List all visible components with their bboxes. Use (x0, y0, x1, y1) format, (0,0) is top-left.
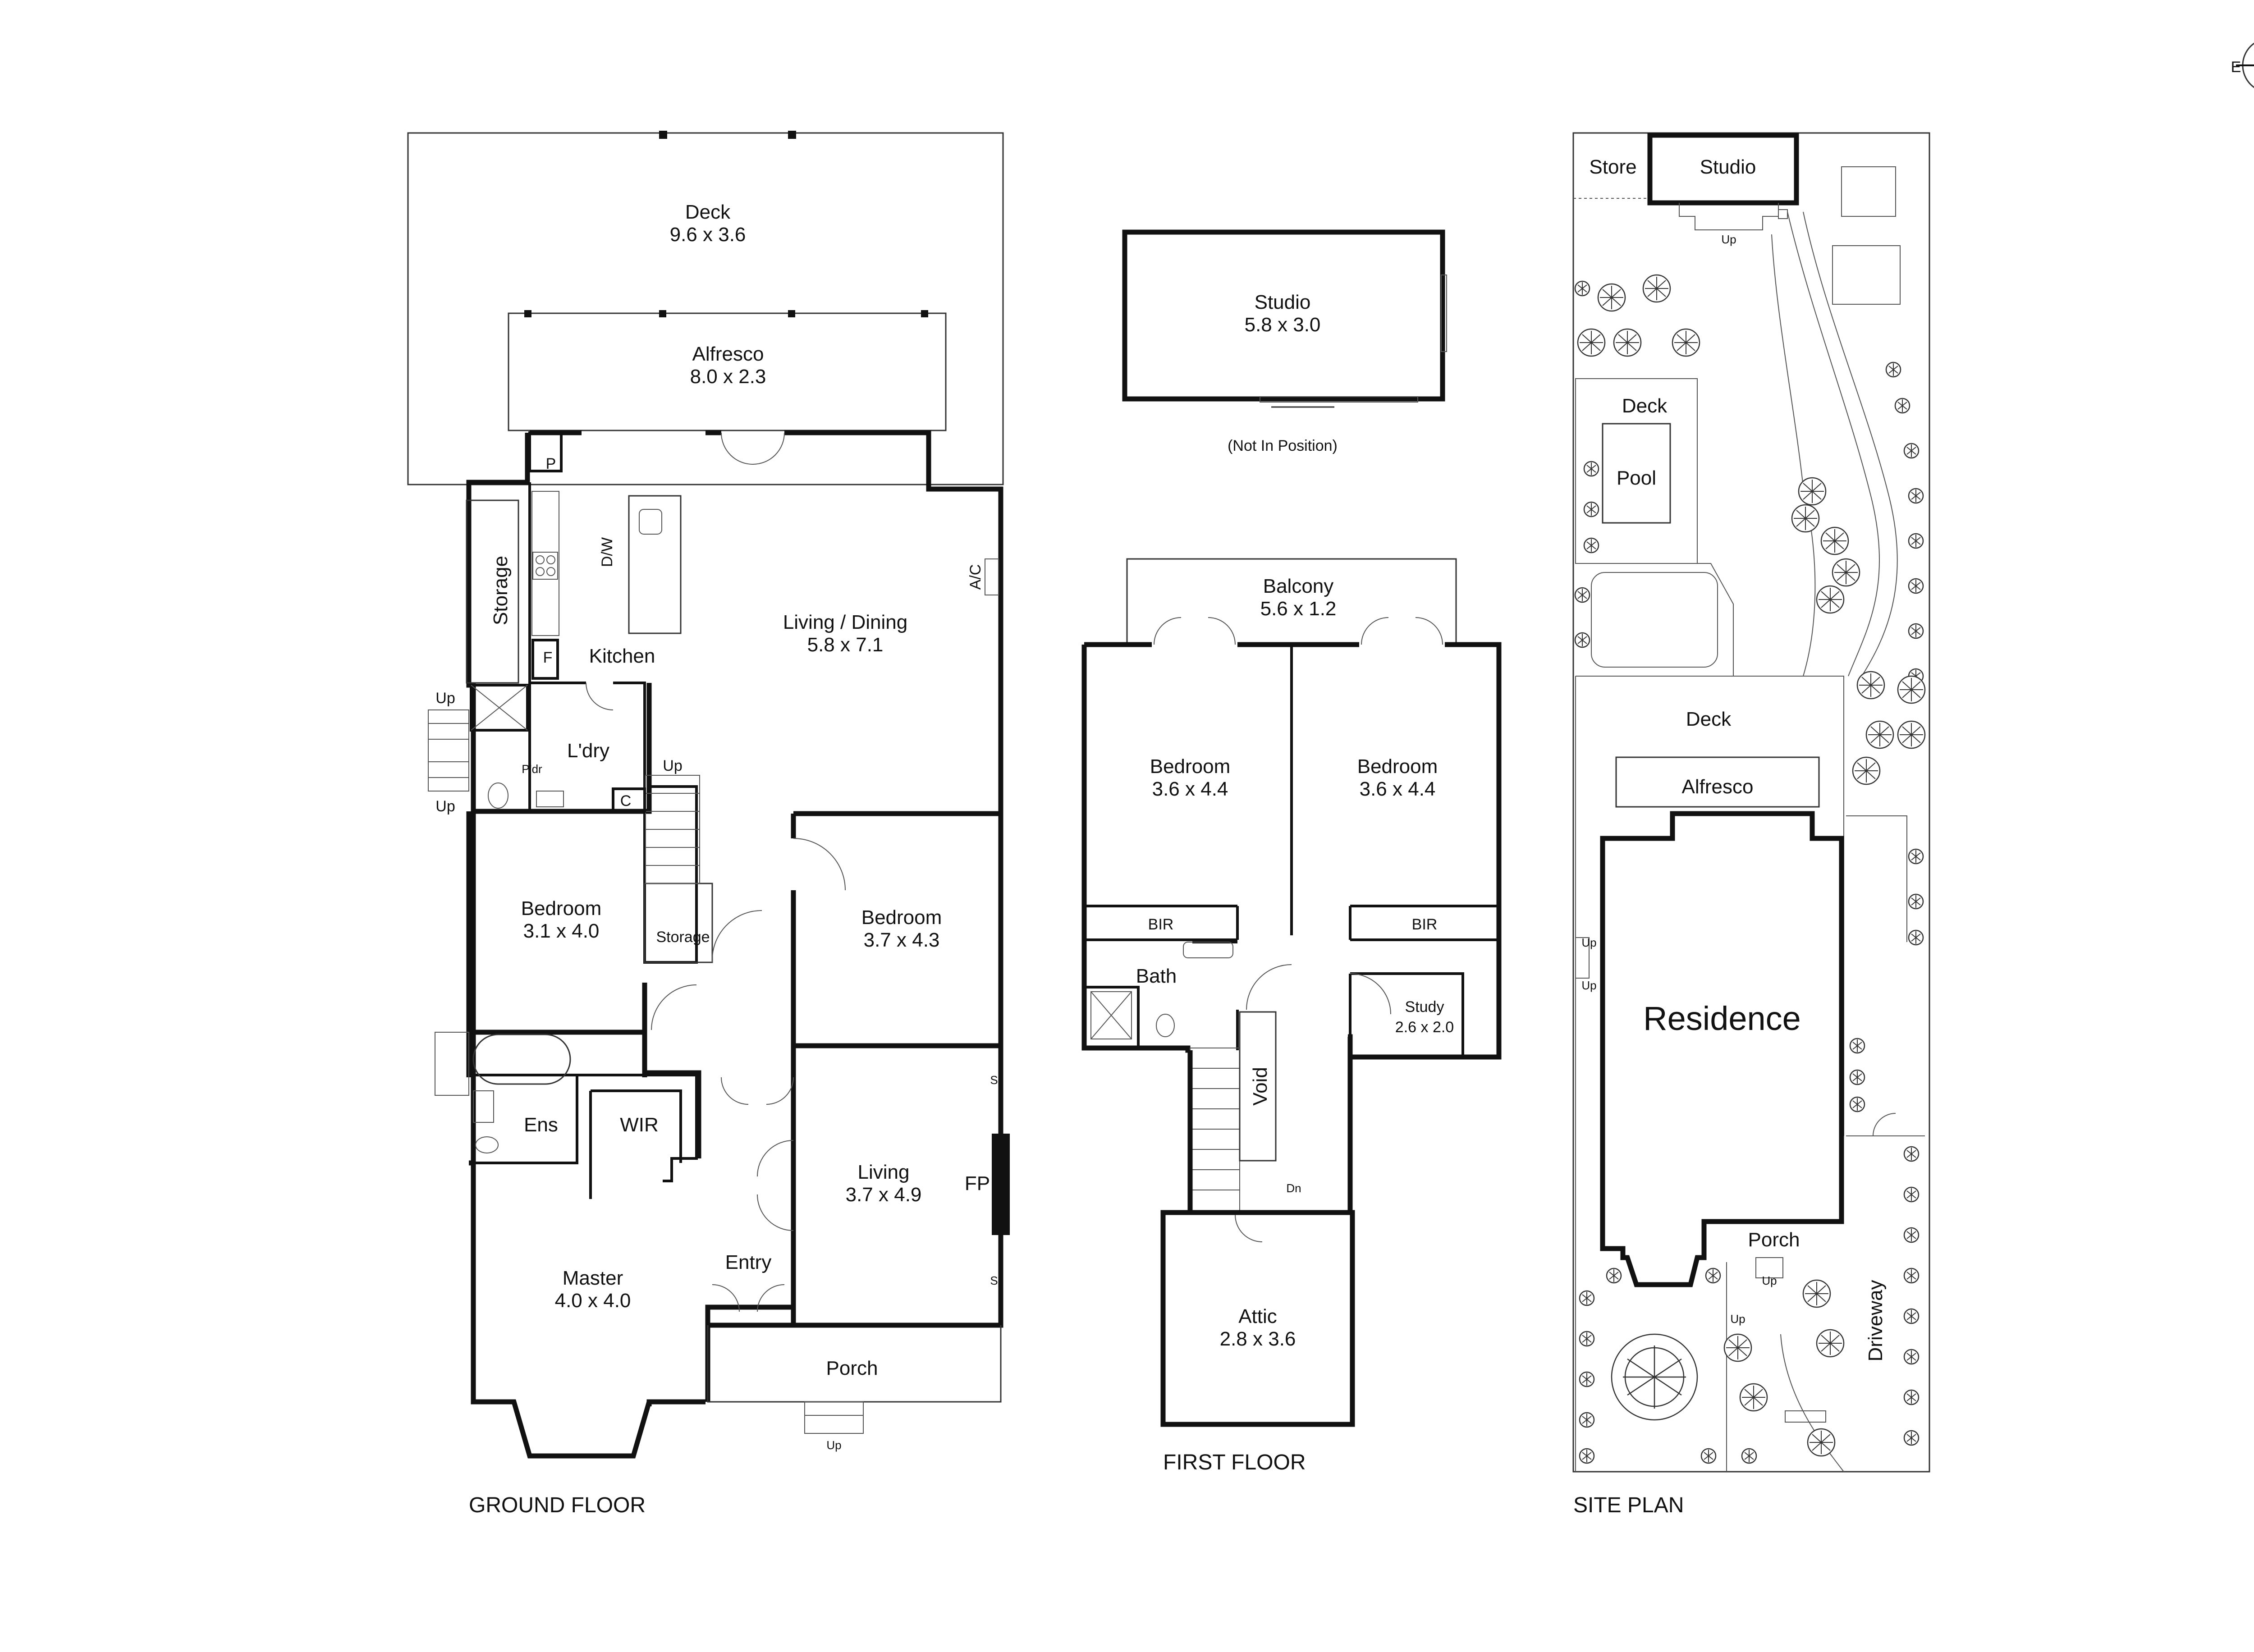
bedroom-b-name: Bedroom (861, 906, 942, 929)
site-pool-label: Pool (1617, 467, 1656, 489)
kitchen-label: Kitchen (589, 645, 655, 667)
studio-note: (Not In Position) (1228, 437, 1338, 454)
pantry-cupboard (528, 431, 563, 472)
cupboard-label: C (620, 792, 632, 810)
studio-name: Studio (1255, 291, 1311, 313)
site-deck-pool-label: Deck (1622, 395, 1668, 417)
porch-label: Porch (826, 1357, 878, 1379)
laundry-label: L'dry (567, 740, 609, 762)
master-name: Master (563, 1267, 623, 1289)
ground-floor-title: GROUND FLOOR (469, 1493, 646, 1517)
down-label: Dn (1286, 1181, 1301, 1195)
site-deck-main-label: Deck (1686, 708, 1732, 730)
ac-label: A/C (967, 564, 984, 590)
site-studio-up: Up (1721, 233, 1736, 246)
storage-side-label: Storage (490, 556, 512, 625)
s-bottom-label: S (990, 1274, 998, 1287)
site-up-porch: Up (1762, 1274, 1777, 1287)
s-top-label: S (990, 1073, 998, 1087)
living-dining-size: 5.8 x 7.1 (807, 634, 884, 656)
porch-up-label: Up (826, 1438, 841, 1452)
site-residence-label: Residence (1643, 1000, 1801, 1037)
ensuite-label: Ens (524, 1114, 558, 1136)
balcony-size: 5.6 x 1.2 (1260, 598, 1337, 620)
alfresco-size: 8.0 x 2.3 (690, 366, 766, 388)
balcony-name: Balcony (1263, 575, 1334, 597)
living-name: Living (858, 1161, 910, 1183)
bedroom-ff-a-name: Bedroom (1150, 755, 1231, 778)
deck-name: Deck (685, 201, 731, 223)
study-size: 2.6 x 2.0 (1395, 1019, 1454, 1036)
fireplace-block (992, 1134, 1010, 1235)
void-label: Void (1249, 1067, 1271, 1106)
compass-icon: S W E N (2231, 42, 2254, 88)
site-driveway-label: Driveway (1865, 1280, 1887, 1362)
attic-name: Attic (1238, 1305, 1277, 1327)
first-floor-plan: Void Dn Balcony 5.6 x 1.2 Bedroom 3.6 x … (1081, 558, 1502, 1474)
living-size: 3.7 x 4.9 (846, 1184, 922, 1206)
site-up-side-top: Up (1581, 936, 1596, 949)
first-floor-title: FIRST FLOOR (1163, 1451, 1306, 1474)
site-up-side-bottom: Up (1581, 979, 1596, 992)
bedroom-ff-a-size: 3.6 x 4.4 (1152, 778, 1228, 800)
site-studio-label: Studio (1700, 156, 1756, 178)
site-plan: Store Studio Up Deck Pool Deck Alfresco … (1572, 132, 1930, 1517)
bir-a-label: BIR (1148, 916, 1174, 933)
powder-label: P'dr (522, 762, 542, 776)
site-alfresco-label: Alfresco (1682, 776, 1754, 798)
deck-outline (407, 132, 1004, 485)
entry-label: Entry (725, 1251, 772, 1273)
site-plan-title: SITE PLAN (1573, 1493, 1684, 1517)
bath-label: Bath (1136, 965, 1177, 987)
bedroom-ff-b-name: Bedroom (1357, 755, 1438, 778)
pantry-label: P (546, 455, 556, 472)
up-stair-label: Up (663, 757, 682, 774)
studio-size: 5.8 x 3.0 (1245, 314, 1321, 336)
master-size: 4.0 x 4.0 (555, 1290, 631, 1312)
bedroom-a-name: Bedroom (521, 897, 602, 920)
study-name: Study (1405, 998, 1444, 1016)
alfresco-outline (508, 312, 947, 431)
dishwasher-label: D/W (599, 537, 616, 567)
site-store-label: Store (1589, 156, 1636, 178)
compass-east: E (2231, 59, 2241, 76)
up-left-bottom-label: Up (435, 798, 455, 815)
bedroom-a-size: 3.1 x 4.0 (523, 920, 600, 942)
fireplace-label: FP (965, 1172, 990, 1194)
wir-label: WIR (620, 1114, 659, 1136)
living-dining-name: Living / Dining (783, 611, 907, 633)
bedroom-b-size: 3.7 x 4.3 (864, 929, 940, 951)
storage-under-label: Storage (656, 929, 710, 946)
bedroom-ff-b-size: 3.6 x 4.4 (1360, 778, 1436, 800)
attic-size: 2.8 x 3.6 (1220, 1328, 1296, 1350)
site-up-path: Up (1730, 1312, 1745, 1326)
alfresco-name: Alfresco (692, 343, 764, 365)
fridge-label: F (543, 649, 553, 666)
site-porch-label: Porch (1748, 1229, 1800, 1251)
studio-block: Studio 5.8 x 3.0 (Not In Position) (1122, 229, 1447, 454)
ground-floor-plan: P F D/W Storage Up Up A/C (407, 131, 1010, 1517)
up-left-top-label: Up (435, 690, 455, 707)
deck-size: 9.6 x 3.6 (670, 224, 746, 246)
bir-b-label: BIR (1412, 916, 1438, 933)
